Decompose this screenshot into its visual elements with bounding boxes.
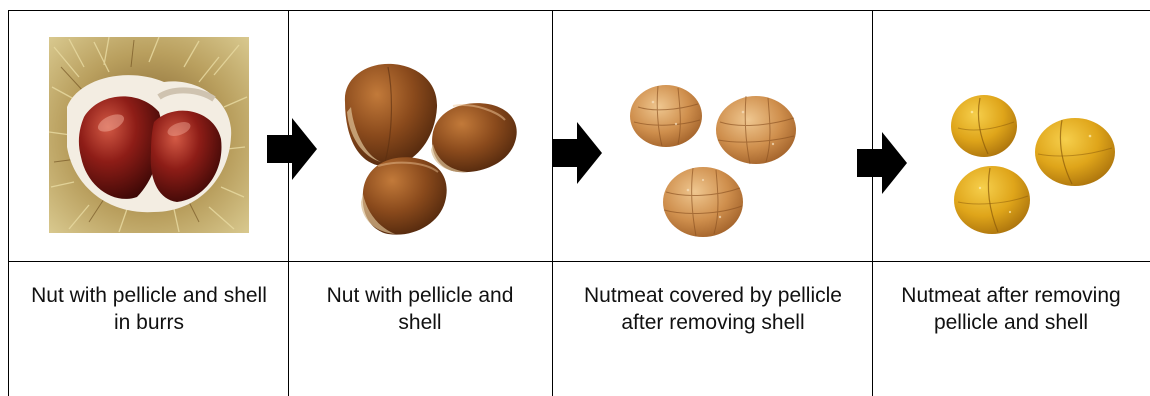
caption-step-1: Nut with pellicle and shell in burrs [20,262,278,392]
caption-step-3: Nutmeat covered by pellicle after removi… [560,262,866,392]
right-arrow-icon [857,132,907,194]
caption-step-4: Nutmeat after removing pellicle and shel… [880,262,1142,392]
caption-step-2: Nut with pellicle and shell [295,262,545,392]
column-divider-2 [552,10,553,396]
chestnut-in-burr-image [49,37,249,233]
peeled-nutmeat-image [950,92,1120,242]
caption-text: Nut with pellicle and shell in burrs [29,262,269,336]
caption-text: Nutmeat after removing pellicle and shel… [891,262,1131,336]
right-arrow-icon [267,118,317,180]
column-divider-1 [288,10,289,396]
left-border [8,10,9,396]
caption-text: Nutmeat covered by pellicle after removi… [583,262,843,336]
column-divider-3 [872,10,873,396]
top-border [8,10,1150,11]
chestnuts-with-shell-image [333,62,523,240]
caption-text: Nut with pellicle and shell [325,262,515,336]
right-arrow-icon [552,122,602,184]
nutmeat-with-pellicle-image [628,82,804,240]
